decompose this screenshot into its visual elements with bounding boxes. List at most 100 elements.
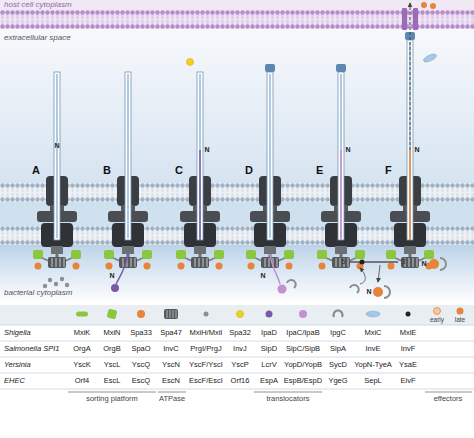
table-cell: MxiK — [74, 328, 91, 338]
table-cell: YscP — [231, 360, 249, 370]
effector — [373, 287, 383, 297]
table-cell: YopN-TyeA — [354, 360, 392, 370]
legend-icon — [334, 310, 343, 317]
chaperone — [287, 280, 296, 288]
table-cell: SipD — [261, 344, 277, 354]
legend-icon — [106, 308, 117, 319]
row-header: Salmonella SPI1 — [4, 344, 59, 354]
sorting-platform — [317, 250, 365, 270]
table-cell: PrgI/PrgJ — [190, 344, 221, 354]
legend-icon — [434, 308, 441, 315]
sorting-platform — [176, 250, 224, 270]
group-label: effectors — [434, 394, 463, 404]
panel-letter: E — [316, 164, 323, 176]
table-cell: IpgC — [330, 328, 346, 338]
table-cell: YscL — [104, 360, 121, 370]
legend-icon — [137, 310, 145, 318]
table-cell: EivF — [401, 376, 416, 386]
ruler-protein — [187, 59, 194, 66]
table-cell: Spa32 — [229, 328, 251, 338]
table-cell: EspB/EspD — [284, 376, 322, 386]
table-cell: EscQ — [132, 376, 150, 386]
region-label: host cell cytoplasm — [4, 0, 72, 10]
group-label: translocators — [267, 394, 310, 404]
translocator-chain — [340, 150, 342, 240]
group-label: ATPase — [159, 394, 185, 404]
translocator — [278, 285, 287, 294]
table-cell: SipC/SipB — [286, 344, 320, 354]
row-header: EHEC — [4, 376, 25, 386]
table-cell: Spa33 — [130, 328, 152, 338]
injectisome-frame: C — [172, 56, 228, 286]
panel-letter: D — [245, 164, 253, 176]
injectisome-frame: D — [242, 56, 298, 286]
sorting-platform — [104, 250, 152, 270]
sorting-platform — [386, 250, 434, 270]
region-label: extracellular space — [4, 33, 71, 43]
injectisome-frame: E — [313, 56, 369, 286]
table-cell: OrgB — [103, 344, 121, 354]
table-cell: SepL — [364, 376, 382, 386]
legend-icon — [76, 312, 88, 317]
tip-protein-chain — [116, 254, 128, 284]
table-cell: MxiN — [103, 328, 120, 338]
table-cell: IpaC/IpaB — [286, 328, 319, 338]
table-cell: OrgA — [73, 344, 91, 354]
table-cell: MxiH/MxiI — [190, 328, 223, 338]
legend-icon — [457, 308, 464, 315]
terminus-mark: N — [345, 146, 350, 154]
table-cell: YgeG — [328, 376, 347, 386]
table-cell: EspA — [260, 376, 278, 386]
group-label: sorting platform — [86, 394, 138, 404]
legend-icon — [164, 309, 178, 319]
terminus-mark: N — [54, 142, 59, 150]
column-header: late — [455, 316, 465, 324]
legend-icon — [237, 311, 244, 318]
region-label: bacterial cytoplasm — [4, 288, 72, 298]
table-cell: EscL — [104, 376, 121, 386]
chaperone — [350, 285, 359, 293]
sorting-platform — [33, 250, 81, 270]
mrna-strand — [350, 261, 398, 263]
table-rule — [0, 325, 474, 389]
terminus-mark: N — [109, 272, 114, 280]
panel-letter: B — [103, 164, 111, 176]
process-arrow — [360, 268, 365, 284]
panel-letter: A — [32, 164, 40, 176]
legend-icon — [204, 312, 209, 317]
row-header: Shigella — [4, 328, 31, 338]
table-cell: MxiC — [364, 328, 381, 338]
tip-complex — [265, 32, 415, 72]
table-cell: YscQ — [132, 360, 150, 370]
table-cell: SpaO — [131, 344, 150, 354]
injectisome-frame: F — [382, 56, 438, 286]
effector — [421, 2, 427, 8]
strand-end: 3' — [401, 258, 406, 266]
terminus-mark: N — [421, 260, 426, 268]
column-header: early — [430, 316, 444, 324]
table-cell: SycD — [329, 360, 347, 370]
table-cell: YscK — [73, 360, 91, 370]
table-cell: Orf16 — [231, 376, 250, 386]
table-cell: Orf4 — [75, 376, 90, 386]
table-cell: LcrV — [261, 360, 276, 370]
table-cell: YsaE — [399, 360, 417, 370]
table-cell: InvC — [163, 344, 178, 354]
translocator-chain — [270, 254, 280, 284]
table-cell: YscF/YscI — [189, 360, 223, 370]
legend-icon — [266, 311, 273, 318]
tip-protein-chain — [199, 150, 201, 240]
transcription-activator — [360, 260, 365, 265]
injectisome-frame: A — [29, 56, 85, 286]
panel-letter: F — [385, 164, 392, 176]
sorting-platform — [246, 250, 294, 270]
table-cell: IpaD — [261, 328, 277, 338]
effector — [429, 259, 439, 269]
effector-chain — [409, 150, 411, 240]
chaperone — [384, 286, 390, 298]
legend-icon — [299, 310, 307, 318]
injectisome-frame: B — [100, 56, 156, 286]
strand-end: 5' — [341, 258, 346, 266]
